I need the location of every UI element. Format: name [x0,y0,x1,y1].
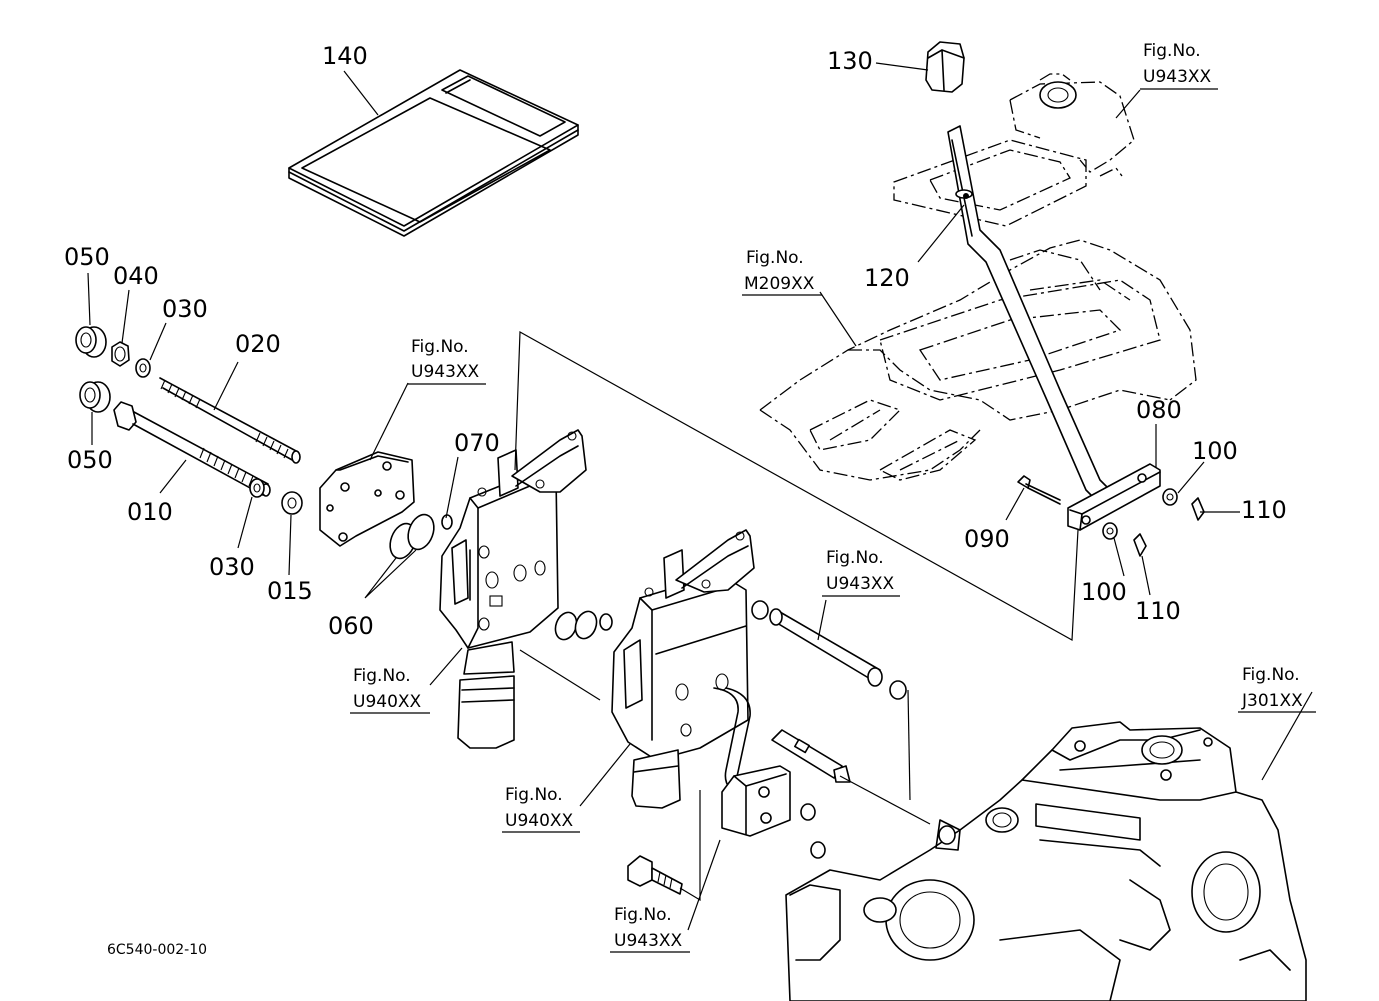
svg-text:Fig.No.: Fig.No. [353,666,411,686]
label-040: 040 [113,262,159,290]
svg-text:U943XX: U943XX [826,574,895,594]
label-020: 020 [235,330,281,358]
label-100-left: 100 [1081,578,1127,606]
fig-ref-u943-bottom: Fig.No. U943XX [610,905,690,953]
part-100-washer-right [1162,488,1178,506]
svg-text:Fig.No.: Fig.No. [505,785,563,805]
label-050-upper: 050 [64,243,110,271]
svg-text:U940XX: U940XX [505,811,574,831]
svg-text:M209XX: M209XX [744,274,815,294]
part-020-stud-bolt [159,377,301,464]
valve-body-1 [439,429,587,749]
part-090-pin [1017,475,1061,505]
fig-ref-u940-b: Fig.No. U940XX [502,785,580,833]
svg-text:Fig.No.: Fig.No. [826,548,884,568]
label-130: 130 [827,47,873,75]
part-110-split-pin-left [1133,533,1147,557]
label-090: 090 [964,525,1010,553]
label-030-lower: 030 [209,553,255,581]
leader-lines [87,62,1313,931]
part-015-washer [281,491,303,515]
fig-ref-u943-top-right: Fig.No. U943XX [1140,41,1218,90]
svg-text:U943XX: U943XX [1143,67,1212,87]
label-110-right: 110 [1241,496,1287,524]
diagram-reference-code: 6C540-002-10 [107,942,207,958]
svg-text:Fig.No.: Fig.No. [411,337,469,357]
part-070-o-ring [441,514,453,530]
svg-text:U943XX: U943XX [411,362,480,382]
svg-text:J301XX: J301XX [1241,691,1303,711]
fig-ref-u943-left: Fig.No. U943XX [408,337,486,385]
label-110-left: 110 [1135,597,1181,625]
svg-text:U943XX: U943XX [614,931,683,951]
label-050-lower: 050 [67,446,113,474]
label-015: 015 [267,577,313,605]
label-070: 070 [454,429,500,457]
svg-text:Fig.No.: Fig.No. [614,905,672,925]
fig-ref-u940-a: Fig.No. U940XX [350,666,430,714]
part-050-cap-upper [75,326,107,358]
part-040-nut [111,341,130,367]
label-120: 120 [864,264,910,292]
svg-text:Fig.No.: Fig.No. [1143,41,1201,61]
label-100-right: 100 [1192,437,1238,465]
part-030-washer-lower [249,478,265,498]
tank-outline [893,73,1135,227]
part-110-split-pin-right [1191,497,1205,521]
fig-ref-j301: Fig.No. J301XX [1238,665,1316,713]
label-010: 010 [127,498,173,526]
transmission-housing [785,721,1307,1001]
pipe-upper [769,608,907,700]
fig-ref-u943-mid: Fig.No. U943XX [822,548,900,597]
part-100-washer-left [1102,522,1118,540]
part-060-o-rings [389,513,435,560]
part-labels: 140 130 120 050 040 030 020 050 010 030 … [64,42,1287,640]
label-080: 080 [1136,396,1182,424]
connector-block [721,765,826,859]
part-050-cap-lower [79,381,111,413]
banjo-bolt [627,855,683,895]
pipe-lower [771,729,851,783]
fender-outline [759,239,1197,481]
svg-text:U940XX: U940XX [353,692,422,712]
svg-text:Fig.No.: Fig.No. [1242,665,1300,685]
valve-o-ring [751,600,769,620]
end-plate [319,451,415,547]
part-130-knob [925,41,965,93]
part-010-bolt [113,401,271,497]
label-140: 140 [322,42,368,70]
relation-lines [514,330,1079,902]
inter-valve-o-rings [554,610,613,641]
label-030-upper: 030 [162,295,208,323]
part-030-washer-upper [135,358,151,378]
svg-text:Fig.No.: Fig.No. [746,248,804,268]
figure-references: Fig.No. U943XX Fig.No. M209XX Fig.No. U9… [350,41,1316,953]
part-080-bracket [1067,463,1161,531]
valve-body-2 [611,529,755,809]
label-060: 060 [328,612,374,640]
part-140-manual [288,69,579,237]
fig-ref-m209: Fig.No. M209XX [742,248,822,296]
